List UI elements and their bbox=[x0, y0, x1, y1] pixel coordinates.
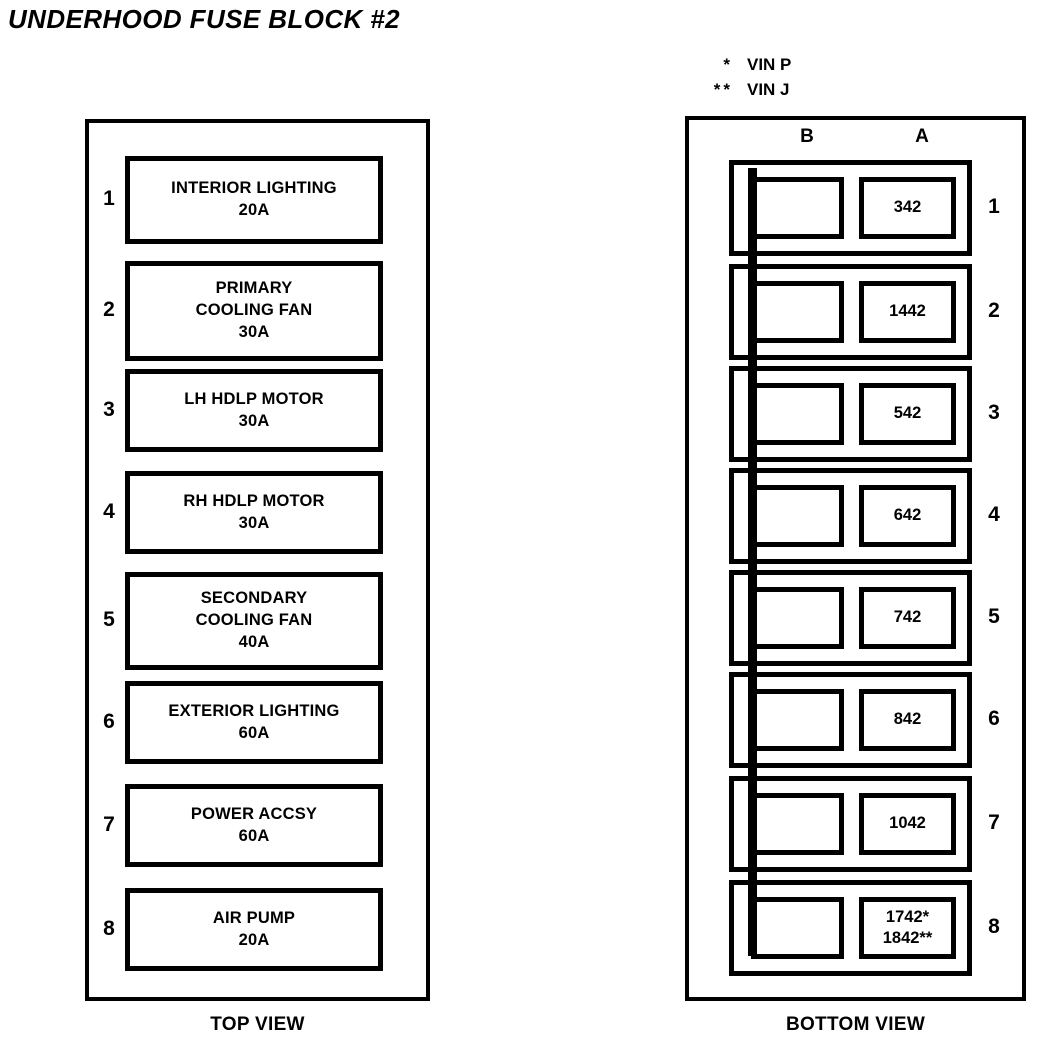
bottom-view-cell-pair: 1742* 1842** bbox=[751, 897, 956, 959]
bottom-view-cell-b[interactable] bbox=[751, 485, 844, 547]
bottom-view-cell-value: 742 bbox=[893, 608, 922, 627]
bottom-view-cell-value: 642 bbox=[893, 506, 922, 525]
top-view-fuse-label: INTERIOR LIGHTING bbox=[171, 179, 337, 198]
vin-legend-text: VIN P bbox=[747, 55, 792, 74]
bottom-view-row: 842 bbox=[729, 672, 972, 768]
top-view-fuse-label: SECONDARY bbox=[200, 589, 308, 608]
bus-bar bbox=[748, 168, 757, 956]
bottom-view-cell-a[interactable]: 542 bbox=[859, 383, 956, 445]
bottom-view-row-number: 1 bbox=[988, 195, 1000, 218]
bottom-view-row: 642 bbox=[729, 468, 972, 564]
bottom-view-row-number: 5 bbox=[988, 605, 1000, 628]
bottom-view-row: 1742* 1842** bbox=[729, 880, 972, 976]
top-view-fuse-label: PRIMARY bbox=[215, 279, 293, 298]
bottom-view-row-number: 2 bbox=[988, 299, 1000, 322]
top-view-fuse-box[interactable]: POWER ACCSY 60A bbox=[125, 784, 383, 867]
bottom-view-cell-a[interactable]: 742 bbox=[859, 587, 956, 649]
bottom-view-cell-pair: 542 bbox=[751, 383, 956, 445]
bottom-view-cell-b[interactable] bbox=[751, 383, 844, 445]
bottom-view-cell-pair: 742 bbox=[751, 587, 956, 649]
top-view-fuse-position-number: 8 bbox=[103, 916, 115, 940]
bottom-view-caption: BOTTOM VIEW bbox=[785, 1014, 926, 1035]
bottom-view-cell-b[interactable] bbox=[751, 897, 844, 959]
bottom-view-cell-b[interactable] bbox=[751, 587, 844, 649]
bottom-view-row-number: 4 bbox=[988, 503, 1000, 526]
top-view-fuse-position-number: 6 bbox=[103, 709, 115, 733]
top-view-fuse-label: COOLING FAN bbox=[195, 611, 313, 630]
vin-legend-entry: ** VIN J bbox=[691, 78, 791, 103]
top-view-fuse-label: 40A bbox=[238, 632, 270, 651]
top-view-fuse-box[interactable]: PRIMARY COOLING FAN 30A bbox=[125, 261, 383, 361]
top-view-fuse-label: 20A bbox=[238, 930, 270, 949]
top-view-fuse-label: 30A bbox=[238, 322, 270, 341]
top-view-fuse-box[interactable]: RH HDLP MOTOR 30A bbox=[125, 471, 383, 554]
top-view-fuse-box[interactable]: INTERIOR LIGHTING 20A bbox=[125, 156, 383, 244]
top-view-fuse-position-number: 7 bbox=[103, 812, 115, 836]
top-view-fuse-label: 30A bbox=[238, 513, 270, 532]
bottom-view-row-number: 6 bbox=[988, 707, 1000, 730]
vin-legend-text: VIN J bbox=[747, 79, 790, 99]
top-view-fuse-position-number: 1 bbox=[103, 187, 115, 210]
bottom-view-cell-pair: 1442 bbox=[751, 281, 956, 343]
top-view-fuse-label: LH HDLP MOTOR bbox=[184, 389, 324, 408]
top-view-fuse-box[interactable]: SECONDARY COOLING FAN 40A bbox=[125, 572, 383, 670]
top-view-fuse-position-number: 3 bbox=[103, 397, 115, 421]
bottom-view-cell-value: 1842** bbox=[882, 929, 933, 947]
top-view-fuse-label: POWER ACCSY bbox=[190, 804, 318, 823]
bottom-view-cell-value: 1442 bbox=[889, 302, 926, 321]
top-view-fuse-label: 60A bbox=[238, 826, 270, 845]
top-view-fuse-label: EXTERIOR LIGHTING bbox=[168, 701, 340, 720]
bottom-view-cell-b[interactable] bbox=[751, 281, 844, 343]
bottom-view-cell-a[interactable]: 642 bbox=[859, 485, 956, 547]
bottom-view-cell-a[interactable]: 1742* 1842** bbox=[859, 897, 956, 959]
bottom-view-cell-a[interactable]: 1042 bbox=[859, 793, 956, 855]
top-view-fuse-position-number: 5 bbox=[103, 608, 115, 631]
bottom-view-cell-value: 542 bbox=[893, 404, 922, 423]
top-view-fuse-box[interactable]: EXTERIOR LIGHTING 60A bbox=[125, 681, 383, 764]
bottom-view-cell-a[interactable]: 1442 bbox=[859, 281, 956, 343]
top-view-fuse-position-number: 4 bbox=[103, 499, 115, 523]
bottom-view-cell-b[interactable] bbox=[751, 177, 844, 239]
top-view-fuse-box[interactable]: LH HDLP MOTOR 30A bbox=[125, 369, 383, 452]
top-view-fuse-block bbox=[85, 119, 430, 1001]
page-title: UNDERHOOD FUSE BLOCK #2 bbox=[8, 4, 401, 34]
top-view-caption: TOP VIEW bbox=[210, 1014, 305, 1035]
bottom-view-row-number: 8 bbox=[988, 915, 1000, 938]
bottom-view-cell-pair: 642 bbox=[751, 485, 956, 547]
vin-legend-entry: * VIN P bbox=[691, 53, 791, 78]
top-view-fuse-position-number: 2 bbox=[103, 298, 115, 321]
bottom-view-cell-pair: 1042 bbox=[751, 793, 956, 855]
bottom-view-cell-pair: 842 bbox=[751, 689, 956, 751]
bottom-view-cell-b[interactable] bbox=[751, 689, 844, 751]
vin-legend-marker: ** bbox=[713, 79, 733, 99]
column-header-b: B bbox=[800, 126, 814, 147]
vin-legend-marker: * bbox=[723, 55, 733, 74]
top-view-fuse-label: AIR PUMP bbox=[212, 908, 296, 927]
bottom-view-cell-b[interactable] bbox=[751, 793, 844, 855]
top-view-fuse-box[interactable]: AIR PUMP 20A bbox=[125, 888, 383, 971]
top-view-fuse-label: 30A bbox=[238, 411, 270, 430]
top-view-fuse-label: COOLING FAN bbox=[195, 301, 313, 320]
column-header-a: A bbox=[915, 126, 929, 147]
bottom-view-cell-value: 842 bbox=[893, 710, 922, 729]
bottom-view-cell-value: 1042 bbox=[889, 814, 926, 833]
bottom-view-cell-a[interactable]: 342 bbox=[859, 177, 956, 239]
vin-legend: * VIN P ** VIN J bbox=[691, 53, 792, 103]
bottom-view-cell-pair: 342 bbox=[751, 177, 956, 239]
bottom-view-cell-value: 1742* bbox=[885, 907, 930, 926]
bottom-view-row: 742 bbox=[729, 570, 972, 666]
bottom-view-row: 342 bbox=[729, 160, 972, 256]
bottom-view-row-number: 3 bbox=[988, 401, 1000, 424]
top-view-fuse-label: 60A bbox=[238, 723, 270, 742]
bottom-view-cell-a[interactable]: 842 bbox=[859, 689, 956, 751]
bottom-view-row-number: 7 bbox=[988, 811, 1000, 834]
bottom-view-row: 1442 bbox=[729, 264, 972, 360]
bottom-view-row: 1042 bbox=[729, 776, 972, 872]
top-view-fuse-label: RH HDLP MOTOR bbox=[183, 491, 325, 510]
bottom-view-row: 542 bbox=[729, 366, 972, 462]
top-view-fuse-label: 20A bbox=[238, 201, 270, 219]
bottom-view-cell-value: 342 bbox=[893, 198, 922, 217]
